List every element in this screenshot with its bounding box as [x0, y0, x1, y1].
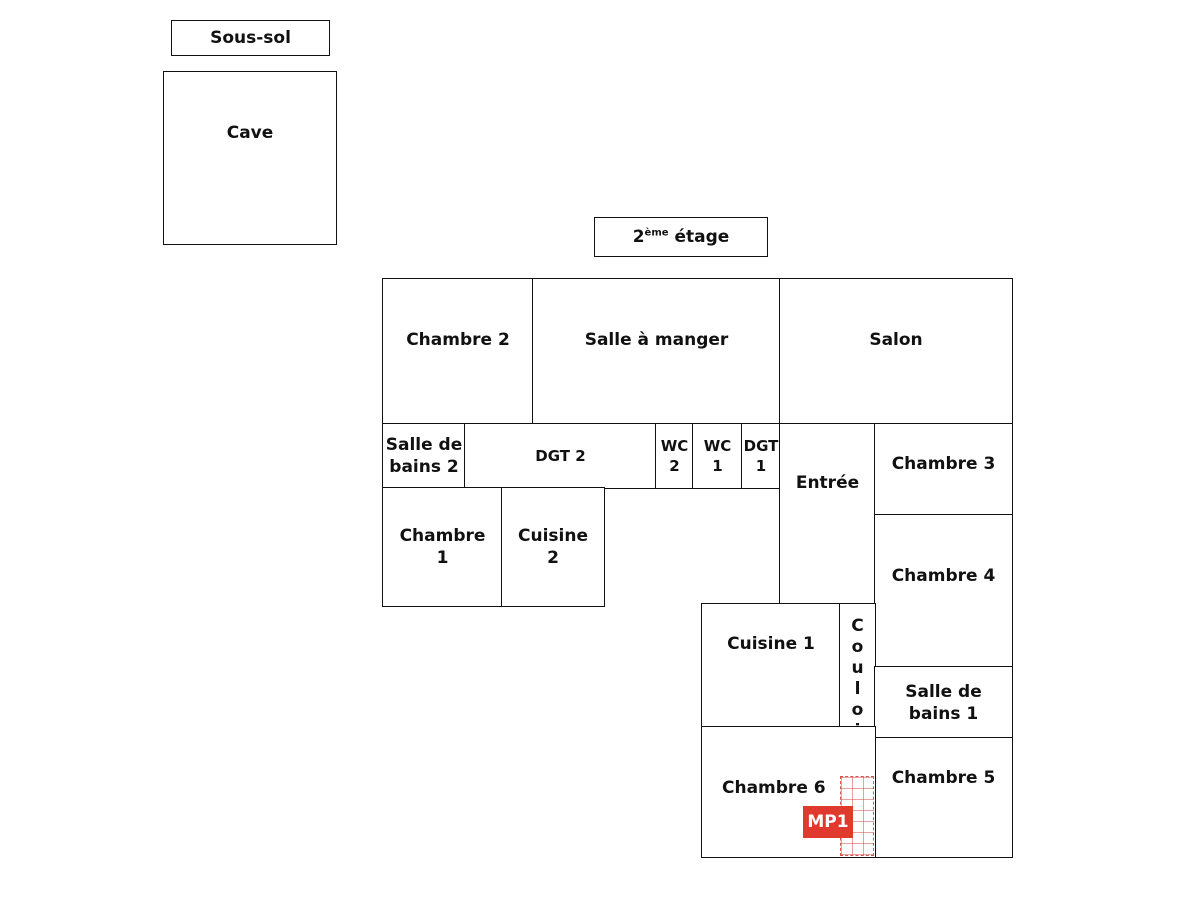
room-cave: Cave — [163, 71, 337, 245]
room-entree: Entrée — [779, 423, 876, 605]
room-dgt-1: DGT 1 — [741, 423, 781, 489]
room-chambre-1-label: Chambre 1 — [399, 526, 486, 568]
room-wc-1: WC 1 — [692, 423, 743, 489]
room-chambre-1: Chambre 1 — [382, 487, 503, 607]
room-cuisine-2: Cuisine 2 — [501, 487, 605, 607]
floor2-title: 2ème étage — [594, 217, 768, 257]
mp1-marker-label: MP1 — [807, 812, 849, 832]
mp1-marker[interactable]: MP1 — [803, 806, 853, 838]
couloir-letter: C — [851, 616, 864, 636]
room-chambre-3-label: Chambre 3 — [891, 454, 996, 474]
room-chambre-4-label: Chambre 4 — [891, 566, 996, 586]
room-wc-2-label: WC 2 — [660, 437, 689, 475]
room-chambre-2: Chambre 2 — [382, 278, 534, 425]
room-cuisine-2-label: Cuisine 2 — [518, 526, 588, 568]
room-chambre-3: Chambre 3 — [874, 423, 1013, 516]
room-salon-label: Salon — [869, 330, 923, 350]
room-salle-de-bains-2: Salle de bains 2 — [382, 423, 466, 489]
room-chambre-2-label: Chambre 2 — [406, 330, 510, 350]
room-dgt-2: DGT 2 — [464, 423, 657, 489]
room-cuisine-1-label: Cuisine 1 — [727, 634, 815, 654]
basement-title-text: Sous-sol — [210, 28, 291, 48]
couloir-letter: o — [851, 637, 864, 657]
couloir-letter: o — [851, 700, 864, 720]
couloir-letter: l — [854, 679, 861, 699]
room-salle-de-bains-2-label: Salle de bains 2 — [385, 435, 463, 477]
basement-title: Sous-sol — [171, 20, 330, 56]
room-salle-a-manger-label: Salle à manger — [584, 330, 729, 350]
room-salon: Salon — [779, 278, 1013, 425]
room-cuisine-1: Cuisine 1 — [701, 603, 841, 728]
room-chambre-4: Chambre 4 — [874, 514, 1013, 668]
room-wc-2: WC 2 — [655, 423, 694, 489]
couloir-letter: u — [851, 658, 864, 678]
room-dgt-1-label: DGT 1 — [743, 437, 779, 475]
floor2-title-text: 2ème étage — [632, 227, 730, 247]
room-salle-de-bains-1-label: Salle de bains 1 — [905, 681, 982, 724]
room-dgt-2-label: DGT 2 — [535, 447, 586, 465]
room-chambre-5: Chambre 5 — [874, 737, 1013, 858]
room-entree-label: Entrée — [795, 473, 860, 493]
room-salle-a-manger: Salle à manger — [532, 278, 781, 425]
room-wc-1-label: WC 1 — [703, 437, 732, 475]
room-chambre-6-label: Chambre 6 — [722, 778, 826, 798]
room-cave-label: Cave — [226, 123, 274, 143]
room-chambre-5-label: Chambre 5 — [891, 768, 996, 788]
room-salle-de-bains-1: Salle de bains 1 — [874, 666, 1013, 739]
